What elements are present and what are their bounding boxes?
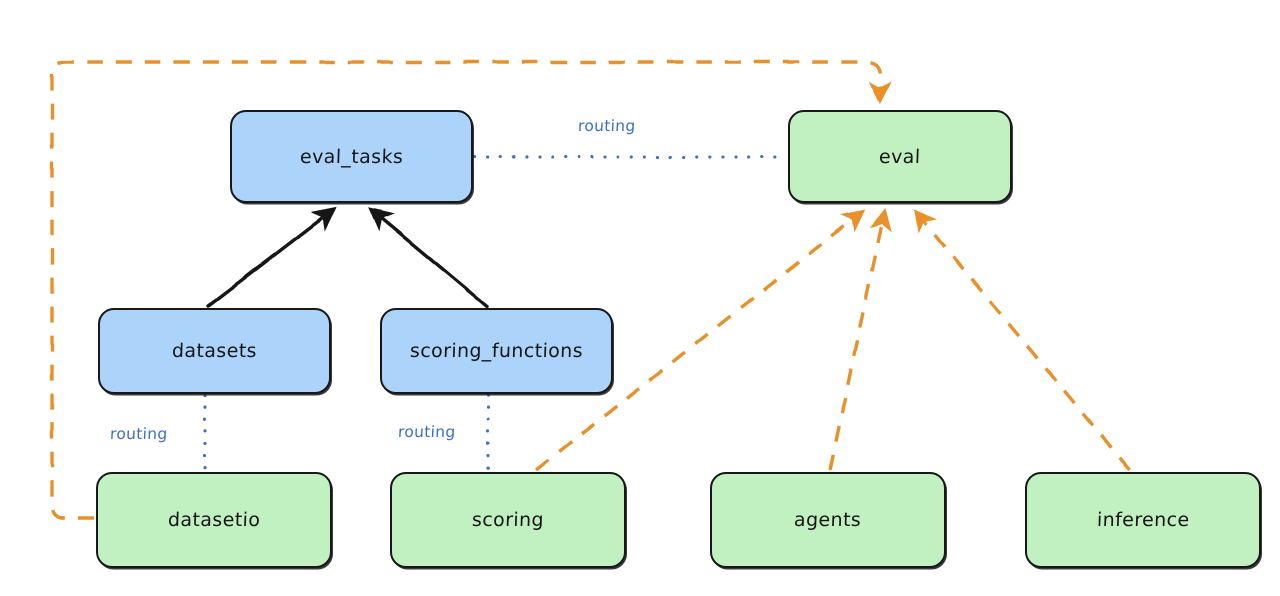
edge-datasets-eval_tasks bbox=[206, 207, 337, 308]
node-label-agents: agents bbox=[794, 509, 862, 531]
node-label-inference: inference bbox=[1096, 509, 1190, 531]
edge-datasetio-eval bbox=[50, 60, 892, 520]
edge-scoring-eval bbox=[534, 209, 866, 472]
node-scoring-functions[interactable]: scoring_functions bbox=[380, 308, 613, 394]
edge-inference-eval bbox=[913, 208, 1132, 472]
edge-label-scoring-routing: routing bbox=[397, 423, 456, 441]
node-agents[interactable]: agents bbox=[710, 472, 946, 568]
node-label-scoring-functions: scoring_functions bbox=[409, 340, 584, 362]
node-label-datasetio: datasetio bbox=[167, 509, 261, 531]
node-label-eval: eval bbox=[878, 145, 922, 168]
edge-label-eval-routing: routing bbox=[577, 117, 636, 135]
node-datasets[interactable]: datasets bbox=[98, 308, 331, 394]
edge-agents-eval bbox=[828, 207, 892, 471]
node-label-scoring: scoring bbox=[471, 509, 545, 531]
edge-label-datasets-routing: routing bbox=[109, 425, 168, 443]
node-label-datasets: datasets bbox=[171, 340, 258, 362]
node-inference[interactable]: inference bbox=[1025, 472, 1261, 568]
node-scoring[interactable]: scoring bbox=[390, 472, 626, 568]
node-eval-tasks[interactable]: eval_tasks bbox=[230, 110, 473, 203]
node-datasetio[interactable]: datasetio bbox=[96, 472, 332, 568]
node-eval[interactable]: eval bbox=[788, 110, 1012, 203]
node-label-eval-tasks: eval_tasks bbox=[299, 145, 404, 168]
edge-scoring_functions-eval_tasks bbox=[368, 207, 489, 308]
